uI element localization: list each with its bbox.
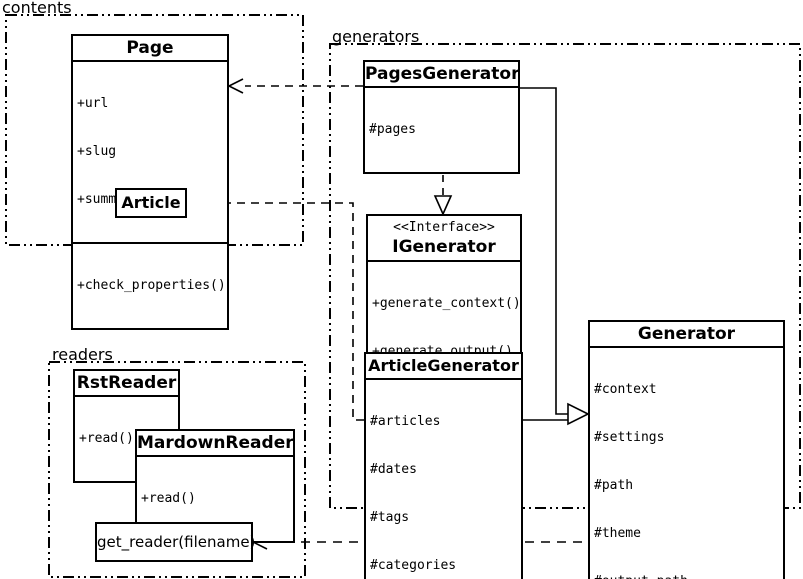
method: +generate_context() xyxy=(372,296,520,311)
class-markdownreader-name: MardownReader xyxy=(137,433,293,453)
class-page-name: Page xyxy=(126,38,174,58)
attribute: #pages xyxy=(369,122,416,137)
class-rstreader-name: RstReader xyxy=(76,373,177,393)
class-generator: Generator #context #settings #path #them… xyxy=(588,320,785,579)
function-get-reader: get_reader(filename) xyxy=(95,522,255,562)
package-contents-label: contents xyxy=(2,0,72,17)
class-article: Article xyxy=(115,188,187,218)
package-generators-label: generators xyxy=(332,27,420,46)
attribute: #theme xyxy=(594,526,641,541)
class-article-name: Article xyxy=(121,193,181,212)
class-markdownreader-methods: +read() xyxy=(137,455,293,541)
class-articlegenerator-name: ArticleGenerator xyxy=(368,356,519,375)
class-articlegenerator: ArticleGenerator #articles #dates #tags … xyxy=(364,352,523,579)
class-pagesgenerator-attributes: #pages xyxy=(365,86,518,172)
class-page: Page +url +slug +summary +check_properti… xyxy=(71,34,229,330)
attribute: #categories xyxy=(370,558,457,573)
attribute: +slug xyxy=(77,144,117,159)
attribute: #output_path xyxy=(594,574,781,579)
method: +read() xyxy=(79,431,134,446)
class-page-attributes: +url +slug +summary xyxy=(73,60,227,242)
class-articlegenerator-attributes: #articles #dates #tags #categories xyxy=(366,378,521,579)
package-generators-border xyxy=(329,43,801,509)
attribute: #dates xyxy=(370,462,417,477)
package-readers-border xyxy=(48,361,306,578)
generators-to-generator-inheritance-arrow xyxy=(520,87,590,426)
method: +check_properties() xyxy=(77,278,226,293)
class-igenerator-name: IGenerator xyxy=(392,237,496,257)
class-igenerator-stereotype: <<Interface>> xyxy=(393,220,495,235)
class-page-methods: +check_properties() xyxy=(73,242,227,328)
class-pagesgenerator: PagesGenerator #pages xyxy=(363,60,520,174)
attribute: #tags xyxy=(370,510,410,525)
pagesgenerator-to-page-dependency-arrow xyxy=(227,78,363,94)
attribute: #settings xyxy=(594,430,665,445)
attribute: #articles xyxy=(370,414,441,429)
attribute: #context xyxy=(594,382,657,397)
class-rstreader: RstReader +read() xyxy=(73,369,180,483)
class-generator-attributes: #context #settings #path #theme #output_… xyxy=(590,346,783,579)
class-generator-name: Generator xyxy=(637,324,736,344)
class-pagesgenerator-name: PagesGenerator xyxy=(365,64,518,84)
method: +read() xyxy=(141,491,196,506)
class-rstreader-methods: +read() xyxy=(75,395,178,481)
attribute: #path xyxy=(594,478,634,493)
package-readers-label: readers xyxy=(52,345,113,364)
attribute: +url xyxy=(77,96,109,111)
